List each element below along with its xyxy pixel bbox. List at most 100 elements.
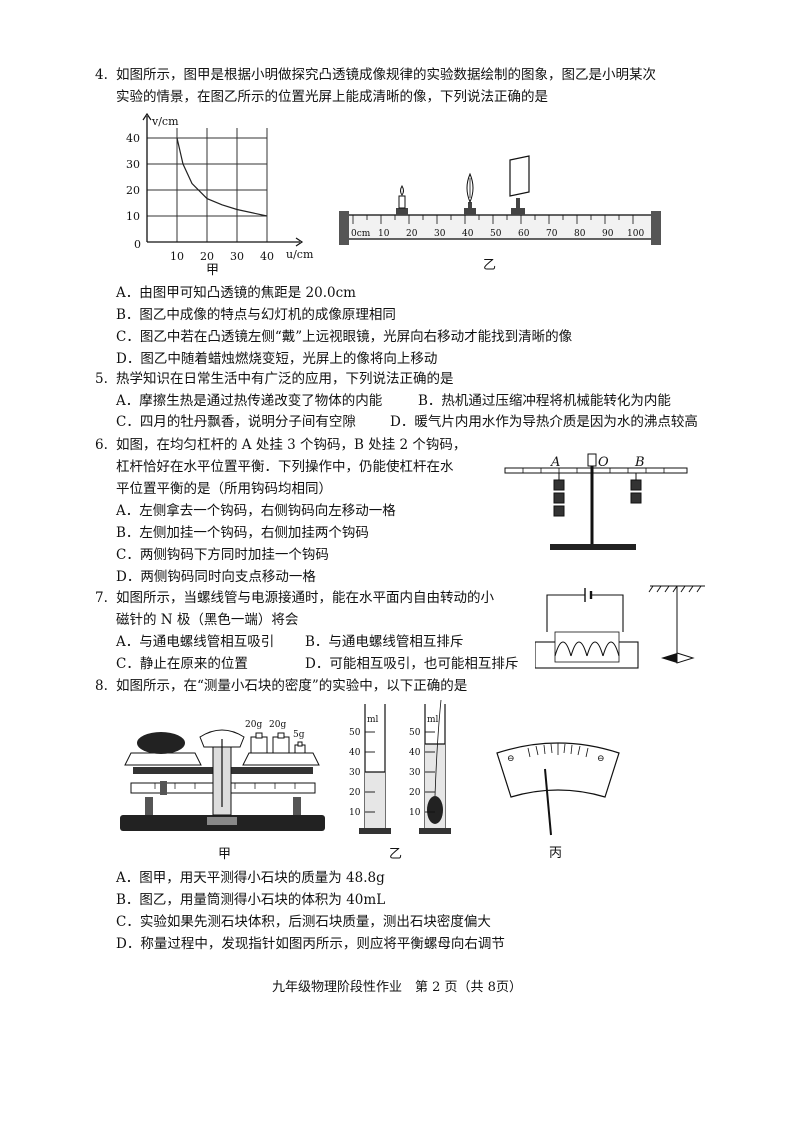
q7-number: 7. <box>95 590 108 606</box>
svg-text:⊖: ⊖ <box>507 754 515 764</box>
x-tick: 30 <box>230 250 244 263</box>
convex-lens-icon <box>464 172 476 215</box>
q8-pointer-bing: ⊖ ⊖ 丙 <box>493 735 623 860</box>
x-tick: 10 <box>170 250 184 263</box>
q6-stem-line3: 平位置平衡的是（所用钩码均相同） <box>116 481 332 497</box>
candle-icon <box>396 185 408 215</box>
ruler-label: 30 <box>434 229 446 239</box>
measuring-cylinder-empty: ml 50 40 30 20 10 <box>349 704 391 834</box>
ruler-label: 10 <box>378 229 390 239</box>
v-u-curve <box>176 137 268 217</box>
cyl-unit: ml <box>427 715 439 725</box>
lever-label-o: O <box>598 455 609 470</box>
x-axis-label: u/cm <box>286 248 314 261</box>
q5-number: 5. <box>95 371 108 387</box>
ruler-label: 100 <box>627 229 644 239</box>
q8-cylinders-yi: ml 50 40 30 20 10 ml 50 40 30 20 1 <box>345 700 455 865</box>
cyl-tick: 30 <box>349 768 361 778</box>
q6-option-c: C．两侧钩码下方同时加挂一个钩码 <box>116 547 329 563</box>
q8-balance-jia: 20g 20g 5g 甲 <box>115 715 330 863</box>
hooked-weights-left <box>553 473 565 517</box>
q4-option-b: B．图乙中成像的特点与幻灯机的成像原理相同 <box>116 307 396 323</box>
ruler-label: 50 <box>490 229 502 239</box>
bench-caption: 乙 <box>483 258 496 273</box>
q4-stem-line2: 实验的情景，在图乙所示的位置光屏上能成清晰的像，下列说法正确的是 <box>116 89 548 105</box>
hooked-weights-right <box>630 473 642 504</box>
y-tick: 10 <box>126 210 140 223</box>
q8-option-b: B．图乙，用量筒测得小石块的体积为 40mL <box>116 892 386 908</box>
ruler-label: 0cm <box>351 229 371 239</box>
q6-option-d: D．两侧钩码同时向支点移动一格 <box>116 569 316 585</box>
dial-scale <box>496 742 620 798</box>
y-tick: 30 <box>126 158 140 171</box>
ruler-label: 40 <box>462 229 474 239</box>
right-pan <box>242 752 320 766</box>
y-tick: 20 <box>126 184 140 197</box>
weights-icon <box>250 732 306 754</box>
q6-stem-line1: 如图，在均匀杠杆的 A 处挂 3 个钩码，B 处挂 2 个钩码， <box>116 437 467 453</box>
q7-stem-line1: 如图所示，当螺线管与电源接通时，能在水平面内自由转动的小 <box>116 590 494 606</box>
ruler-label: 20 <box>406 229 418 239</box>
light-screen-icon <box>509 155 530 215</box>
cyl-tick: 50 <box>409 728 421 738</box>
q7-option-d: D．可能相互吸引，也可能相互排斥 <box>305 656 519 672</box>
y-tick: 0 <box>134 238 141 251</box>
cyl-tick: 40 <box>409 748 421 758</box>
rider-icon <box>160 781 167 795</box>
cylinders-caption: 乙 <box>389 847 402 862</box>
q8-option-a: A．图甲，用天平测得小石块的质量为 48.8g <box>116 870 385 886</box>
q6-lever-figure: A O B <box>495 448 695 558</box>
q4-stem-line1: 如图所示，图甲是根据小明做探究凸透镜成像规律的实验数据绘制的图象，图乙是小明某次 <box>116 67 656 83</box>
q4-number: 4. <box>95 67 108 83</box>
graph-caption: 甲 <box>206 263 219 278</box>
cyl-tick: 10 <box>409 808 421 818</box>
cyl-tick: 50 <box>349 728 361 738</box>
q4-option-a: A．由图甲可知凸透镜的焦距是 20.0cm <box>116 285 356 301</box>
lever-label-b: B <box>634 455 645 470</box>
q4-optical-bench-yi: 0cm 10 20 30 40 50 60 70 80 90 100 乙 <box>335 150 675 275</box>
q4-graph-jia: v/cm u/cm 40 30 20 10 0 10 20 30 40 甲 <box>120 108 320 278</box>
ruler-label: 80 <box>574 229 586 239</box>
q8-option-d: D．称量过程中，发现指针如图丙所示，则应将平衡螺母向右调节 <box>116 936 505 952</box>
lever-base <box>550 544 636 550</box>
cyl-tick: 40 <box>349 748 361 758</box>
cyl-unit: ml <box>367 715 379 725</box>
balance-caption: 甲 <box>218 847 231 862</box>
q7-option-c: C．静止在原来的位置 <box>116 656 248 672</box>
q8-option-c: C．实验如果先测石块体积，后测石块质量，测出石块密度偏大 <box>116 914 491 930</box>
solenoid-coil-icon <box>554 641 620 657</box>
q5-option-c: C．四月的牡丹飘香，说明分子间有空隙 <box>116 414 356 430</box>
q7-solenoid-figure <box>535 580 710 675</box>
q7-stem-line2: 磁针的 N 极（黑色一端）将会 <box>116 612 299 628</box>
q4-option-c: C．图乙中若在凸透镜左侧“戴”上远视眼镜，光屏向右移动才能找到清晰的像 <box>116 329 573 345</box>
q7-option-a: A．与通电螺线管相互吸引 <box>116 634 275 650</box>
page-footer: 九年级物理阶段性作业 第 2 页（共 8页） <box>272 980 522 995</box>
q6-option-a: A．左侧拿去一个钩码，右侧钩码向左移动一格 <box>116 503 396 519</box>
q6-number: 6. <box>95 437 108 453</box>
q6-option-b: B．左侧加挂一个钩码，右侧加挂两个钩码 <box>116 525 369 541</box>
q4-option-d: D．图乙中随着蜡烛燃烧变短，光屏上的像将向上移动 <box>116 351 438 367</box>
q8-stem: 如图所示，在“测量小石块的密度”的实验中，以下正确的是 <box>116 678 468 694</box>
cyl-tick: 10 <box>349 808 361 818</box>
weight-label: 5g <box>293 730 305 740</box>
dial-pointer <box>544 768 552 836</box>
dial-caption: 丙 <box>549 846 562 860</box>
ruler-label: 60 <box>518 229 530 239</box>
x-tick: 40 <box>260 250 274 263</box>
q5-option-b: B．热机通过压缩冲程将机械能转化为内能 <box>418 393 671 409</box>
q5-stem: 热学知识在日常生活中有广泛的应用，下列说法正确的是 <box>116 371 454 387</box>
weight-label: 20g <box>245 720 262 730</box>
q7-option-b: B．与通电螺线管相互排斥 <box>305 634 464 650</box>
y-axis-label: v/cm <box>151 115 179 128</box>
cyl-tick: 30 <box>409 768 421 778</box>
svg-text:⊖: ⊖ <box>597 754 605 764</box>
x-tick: 20 <box>200 250 214 263</box>
q6-stem-line2: 杠杆恰好在水平位置平衡．下列操作中，仍能使杠杆在水 <box>116 459 454 475</box>
ruler-label: 90 <box>602 229 614 239</box>
stone-icon <box>137 732 185 754</box>
stone-in-cylinder-icon <box>427 796 443 824</box>
y-tick: 40 <box>126 132 140 145</box>
cyl-tick: 20 <box>409 788 421 798</box>
q8-number: 8. <box>95 678 108 694</box>
cyl-tick: 20 <box>349 788 361 798</box>
